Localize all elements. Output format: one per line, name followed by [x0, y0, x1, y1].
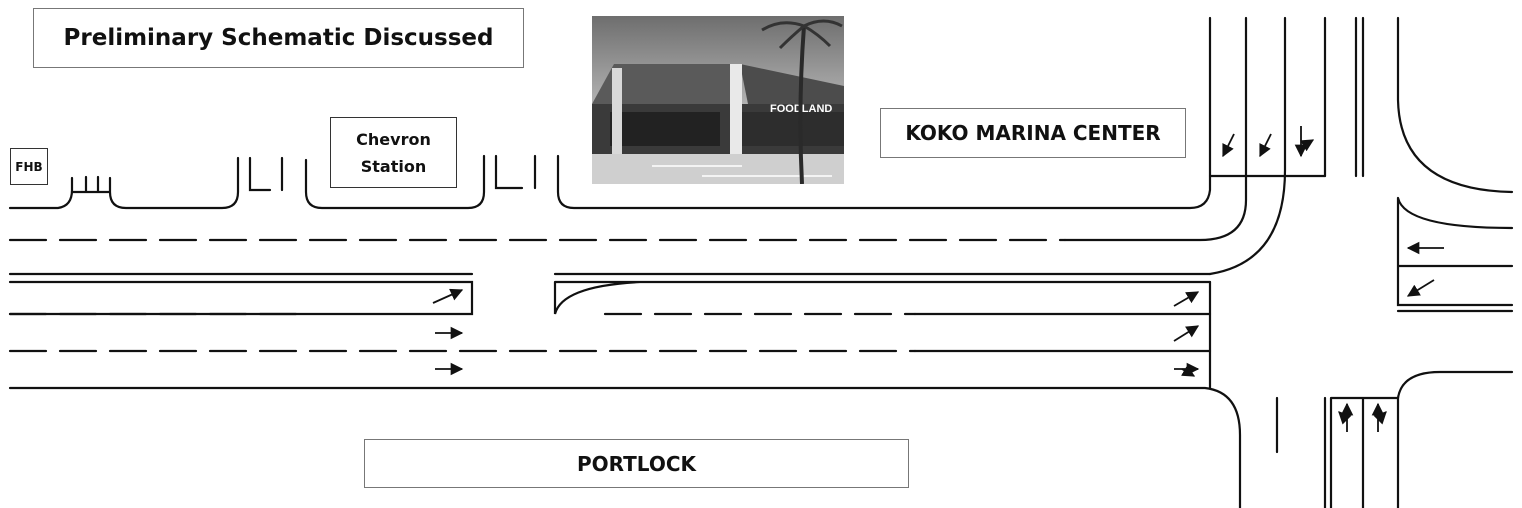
north-curb-west	[8, 176, 74, 210]
foodland-store-photo: FOODLAND	[592, 16, 844, 184]
down-right-arrow	[1300, 139, 1315, 152]
up-right-arrow	[1373, 411, 1387, 425]
chevron-curb	[304, 154, 486, 210]
southeast-curb	[1396, 370, 1514, 400]
through-right-arrow-branch	[1181, 364, 1196, 377]
median-corner-curve	[1208, 16, 1287, 276]
koko-marina-center-label: KOKO MARINA CENTER	[880, 108, 1186, 158]
diagram-title: Preliminary Schematic Discussed	[33, 8, 524, 68]
left-down-arrow	[1406, 279, 1435, 297]
east-island	[1396, 196, 1514, 313]
driveway-marks-2	[494, 154, 537, 190]
portlock-road-label: PORTLOCK	[364, 439, 909, 488]
foodland-curb	[556, 16, 1212, 210]
chevron-station-label: Chevron Station	[330, 117, 457, 188]
south-approach-lanes	[1323, 396, 1400, 508]
right-diagonal-arrow	[432, 288, 464, 304]
right-diagonal-arrow	[1173, 325, 1200, 342]
driveway-marks-1	[248, 156, 284, 192]
median-west	[8, 272, 474, 316]
northeast-curb	[1396, 16, 1514, 194]
up-left-arrow	[1338, 411, 1352, 425]
down-left-arrow	[1222, 133, 1235, 158]
down-left-arrow	[1259, 133, 1272, 158]
chevron-label-line1: Chevron	[356, 129, 431, 149]
median-east	[553, 272, 1212, 315]
south-curb	[8, 386, 1242, 508]
fhb-label: FHB	[10, 148, 48, 185]
fhb-driveway	[70, 156, 240, 210]
chevron-label-line2: Station	[360, 156, 427, 176]
right-diagonal-arrow	[1173, 291, 1200, 307]
curb-lane-curve	[1063, 16, 1248, 242]
lane-arrows	[432, 126, 1444, 432]
road-lines	[8, 16, 1514, 508]
